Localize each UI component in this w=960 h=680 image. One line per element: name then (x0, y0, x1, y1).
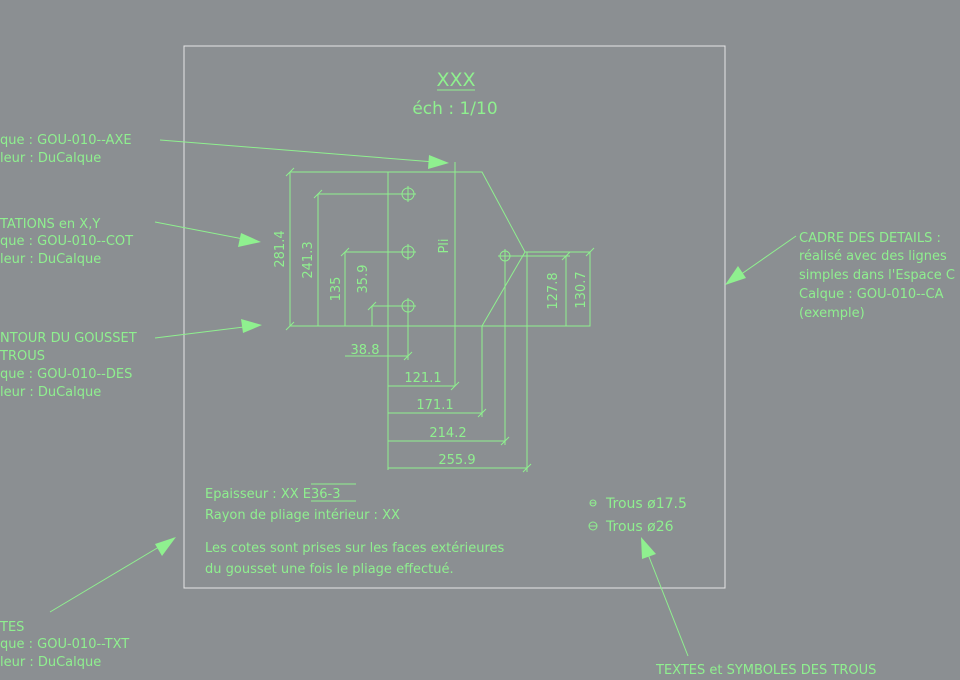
svg-text:TES: TES (0, 620, 24, 635)
dim-171-1: 171.1 (388, 326, 487, 418)
hole-symbol-large-icon (588, 521, 598, 531)
svg-text:leur : DuCalque: leur : DuCalque (0, 655, 101, 670)
svg-text:255.9: 255.9 (438, 453, 475, 468)
leader-txt-arrow (49, 537, 176, 613)
annotation-axe: que : GOU-010--AXE leur : DuCalque (0, 133, 132, 166)
note-epaisseur: Epaisseur : XX E36-3 (205, 487, 340, 502)
note-cotes-line1: Les cotes sont prises sur les faces exté… (205, 541, 505, 556)
hole-symbol-small-icon (589, 499, 597, 507)
leader-cadre-arrow (725, 235, 797, 285)
svg-text:38.8: 38.8 (351, 343, 380, 358)
svg-text:leur : DuCalque: leur : DuCalque (0, 151, 101, 166)
svg-text:281.4: 281.4 (273, 230, 288, 267)
annotation-txt: TES que : GOU-010--TXT leur : DuCalque (0, 620, 129, 670)
dim-127-8: 127.8 (505, 251, 571, 326)
dim-121-1: 121.1 (388, 371, 460, 391)
svg-text:(exemple): (exemple) (799, 306, 865, 321)
details-frame (183, 45, 726, 589)
drawing-title: XXX (436, 69, 475, 91)
svg-text:Calque : GOU-010--CA: Calque : GOU-010--CA (799, 287, 944, 302)
svg-text:127.8: 127.8 (546, 272, 561, 309)
leader-axe-arrow (159, 139, 449, 169)
svg-text:leur : DuCalque: leur : DuCalque (0, 385, 101, 400)
leader-symboles-arrow (641, 537, 689, 657)
svg-text:réalisé avec des lignes: réalisé avec des lignes (799, 249, 947, 264)
svg-text:241.3: 241.3 (301, 241, 316, 278)
svg-text:214.2: 214.2 (429, 426, 466, 441)
dim-214-2: 214.2 (388, 256, 510, 446)
svg-text:130.7: 130.7 (574, 271, 589, 308)
annotation-cadre: CADRE DES DETAILS : réalisé avec des lig… (799, 231, 955, 321)
svg-text:171.1: 171.1 (416, 398, 453, 413)
legend-holes-large: Trous ø26 (605, 519, 674, 535)
dim-35-9: 35.9 (356, 265, 408, 326)
legend-holes-small: Trous ø17.5 (605, 496, 687, 512)
dim-130-7: 130.7 (574, 247, 595, 326)
svg-text:que : GOU-010--DES: que : GOU-010--DES (0, 367, 132, 382)
gusset-contour-inner (481, 251, 526, 327)
svg-text:que : GOU-010--COT: que : GOU-010--COT (0, 234, 133, 249)
svg-text:TATIONS en X,Y: TATIONS en X,Y (0, 217, 100, 232)
dim-255-9: 255.9 (388, 252, 532, 473)
svg-text:simples dans l'Espace C: simples dans l'Espace C (799, 268, 955, 283)
dim-241-3: 241.3 (301, 189, 408, 326)
dim-38-8: 38.8 (345, 306, 413, 361)
svg-text:135: 135 (329, 277, 344, 302)
leader-cot-arrow (154, 221, 261, 247)
dim-135: 135 (329, 247, 408, 326)
fold-label: Pli (437, 238, 452, 253)
note-cotes-line2: du gousset une fois le pliage effectué. (205, 562, 454, 577)
note-rayon: Rayon de pliage intérieur : XX (205, 508, 400, 523)
drawing-scale: éch : 1/10 (412, 99, 497, 119)
annotation-textes-symboles: TEXTES et SYMBOLES DES TROUS (655, 663, 876, 678)
svg-text:NTOUR DU GOUSSET: NTOUR DU GOUSSET (0, 331, 137, 346)
svg-text:leur : DuCalque: leur : DuCalque (0, 252, 101, 267)
svg-text:TROUS: TROUS (0, 349, 45, 364)
svg-text:35.9: 35.9 (356, 265, 371, 294)
dim-281-4: 281.4 (273, 167, 295, 331)
annotation-des: NTOUR DU GOUSSET TROUS que : GOU-010--DE… (0, 331, 137, 400)
svg-text:que : GOU-010--TXT: que : GOU-010--TXT (0, 637, 129, 652)
svg-text:que : GOU-010--AXE: que : GOU-010--AXE (0, 133, 132, 148)
svg-text:121.1: 121.1 (404, 371, 441, 386)
svg-text:CADRE DES DETAILS :: CADRE DES DETAILS : (799, 231, 941, 246)
leader-des-arrow (154, 319, 262, 339)
annotation-cot: TATIONS en X,Y que : GOU-010--COT leur :… (0, 217, 133, 267)
